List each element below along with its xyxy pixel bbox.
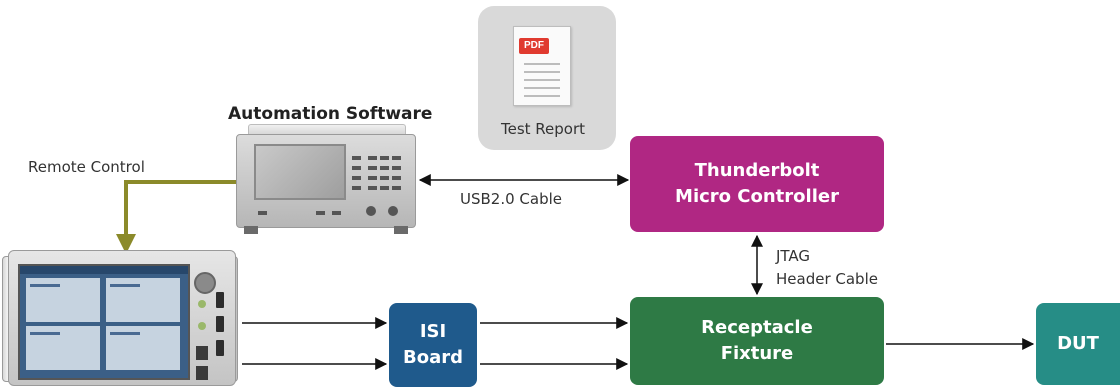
instrument-key <box>352 166 361 170</box>
receptacle-fixture-block: Receptacle Fixture <box>630 297 884 385</box>
instrument-key <box>368 186 377 190</box>
dut-label: DUT <box>1057 333 1099 354</box>
instrument-screen <box>254 144 346 200</box>
receptacle-line2: Fixture <box>720 343 794 364</box>
dut-block: DUT <box>1036 303 1120 385</box>
instrument-key <box>368 176 377 180</box>
instrument-key <box>352 176 361 180</box>
instrument-key <box>368 156 377 160</box>
instrument-key <box>380 166 389 170</box>
analyzer-knob <box>194 272 216 294</box>
instrument-key <box>392 166 401 170</box>
instrument-key <box>380 176 389 180</box>
remote-control-label: Remote Control <box>28 158 145 176</box>
instrument-key <box>332 211 341 215</box>
instrument-key <box>316 211 325 215</box>
isi-board-block: ISI Board <box>389 303 477 387</box>
thunderbolt-line2: Micro Controller <box>675 186 839 207</box>
analyzer-screen <box>18 264 190 380</box>
instrument-foot-right <box>394 226 408 234</box>
analyzer-button <box>216 316 224 332</box>
instrument-key <box>352 186 361 190</box>
analyzer-port <box>196 366 208 380</box>
instrument-key <box>352 156 361 160</box>
pdf-badge: PDF <box>519 38 549 54</box>
remote-control-link <box>116 180 236 254</box>
instrument-key <box>392 176 401 180</box>
analyzer-led <box>198 300 206 308</box>
analyzer-button <box>216 292 224 308</box>
thunderbolt-micro-controller-block: Thunderbolt Micro Controller <box>630 136 884 232</box>
analyzer-button <box>216 340 224 356</box>
instrument-key <box>380 156 389 160</box>
instrument-top-bezel <box>248 124 406 137</box>
test-report-label: Test Report <box>501 120 586 138</box>
receptacle-line1: Receptacle <box>701 317 813 338</box>
instrument-foot-left <box>244 226 258 234</box>
instrument-key <box>368 166 377 170</box>
thunderbolt-line1: Thunderbolt <box>694 160 820 181</box>
analyzer-led <box>198 322 206 330</box>
jtag-label: JTAG <box>776 247 811 265</box>
instrument-key <box>380 186 389 190</box>
instrument-knob <box>388 206 398 216</box>
instrument-knob <box>366 206 376 216</box>
instrument-key <box>258 211 267 215</box>
instrument-key <box>392 156 401 160</box>
isi-line2: Board <box>403 347 463 368</box>
instrument-key <box>392 186 401 190</box>
automation-software-title: Automation Software <box>228 104 433 124</box>
analyzer-port <box>196 346 208 360</box>
header-cable-label: Header Cable <box>776 270 878 288</box>
usb-cable-label: USB2.0 Cable <box>460 190 562 208</box>
isi-line1: ISI <box>419 321 447 342</box>
